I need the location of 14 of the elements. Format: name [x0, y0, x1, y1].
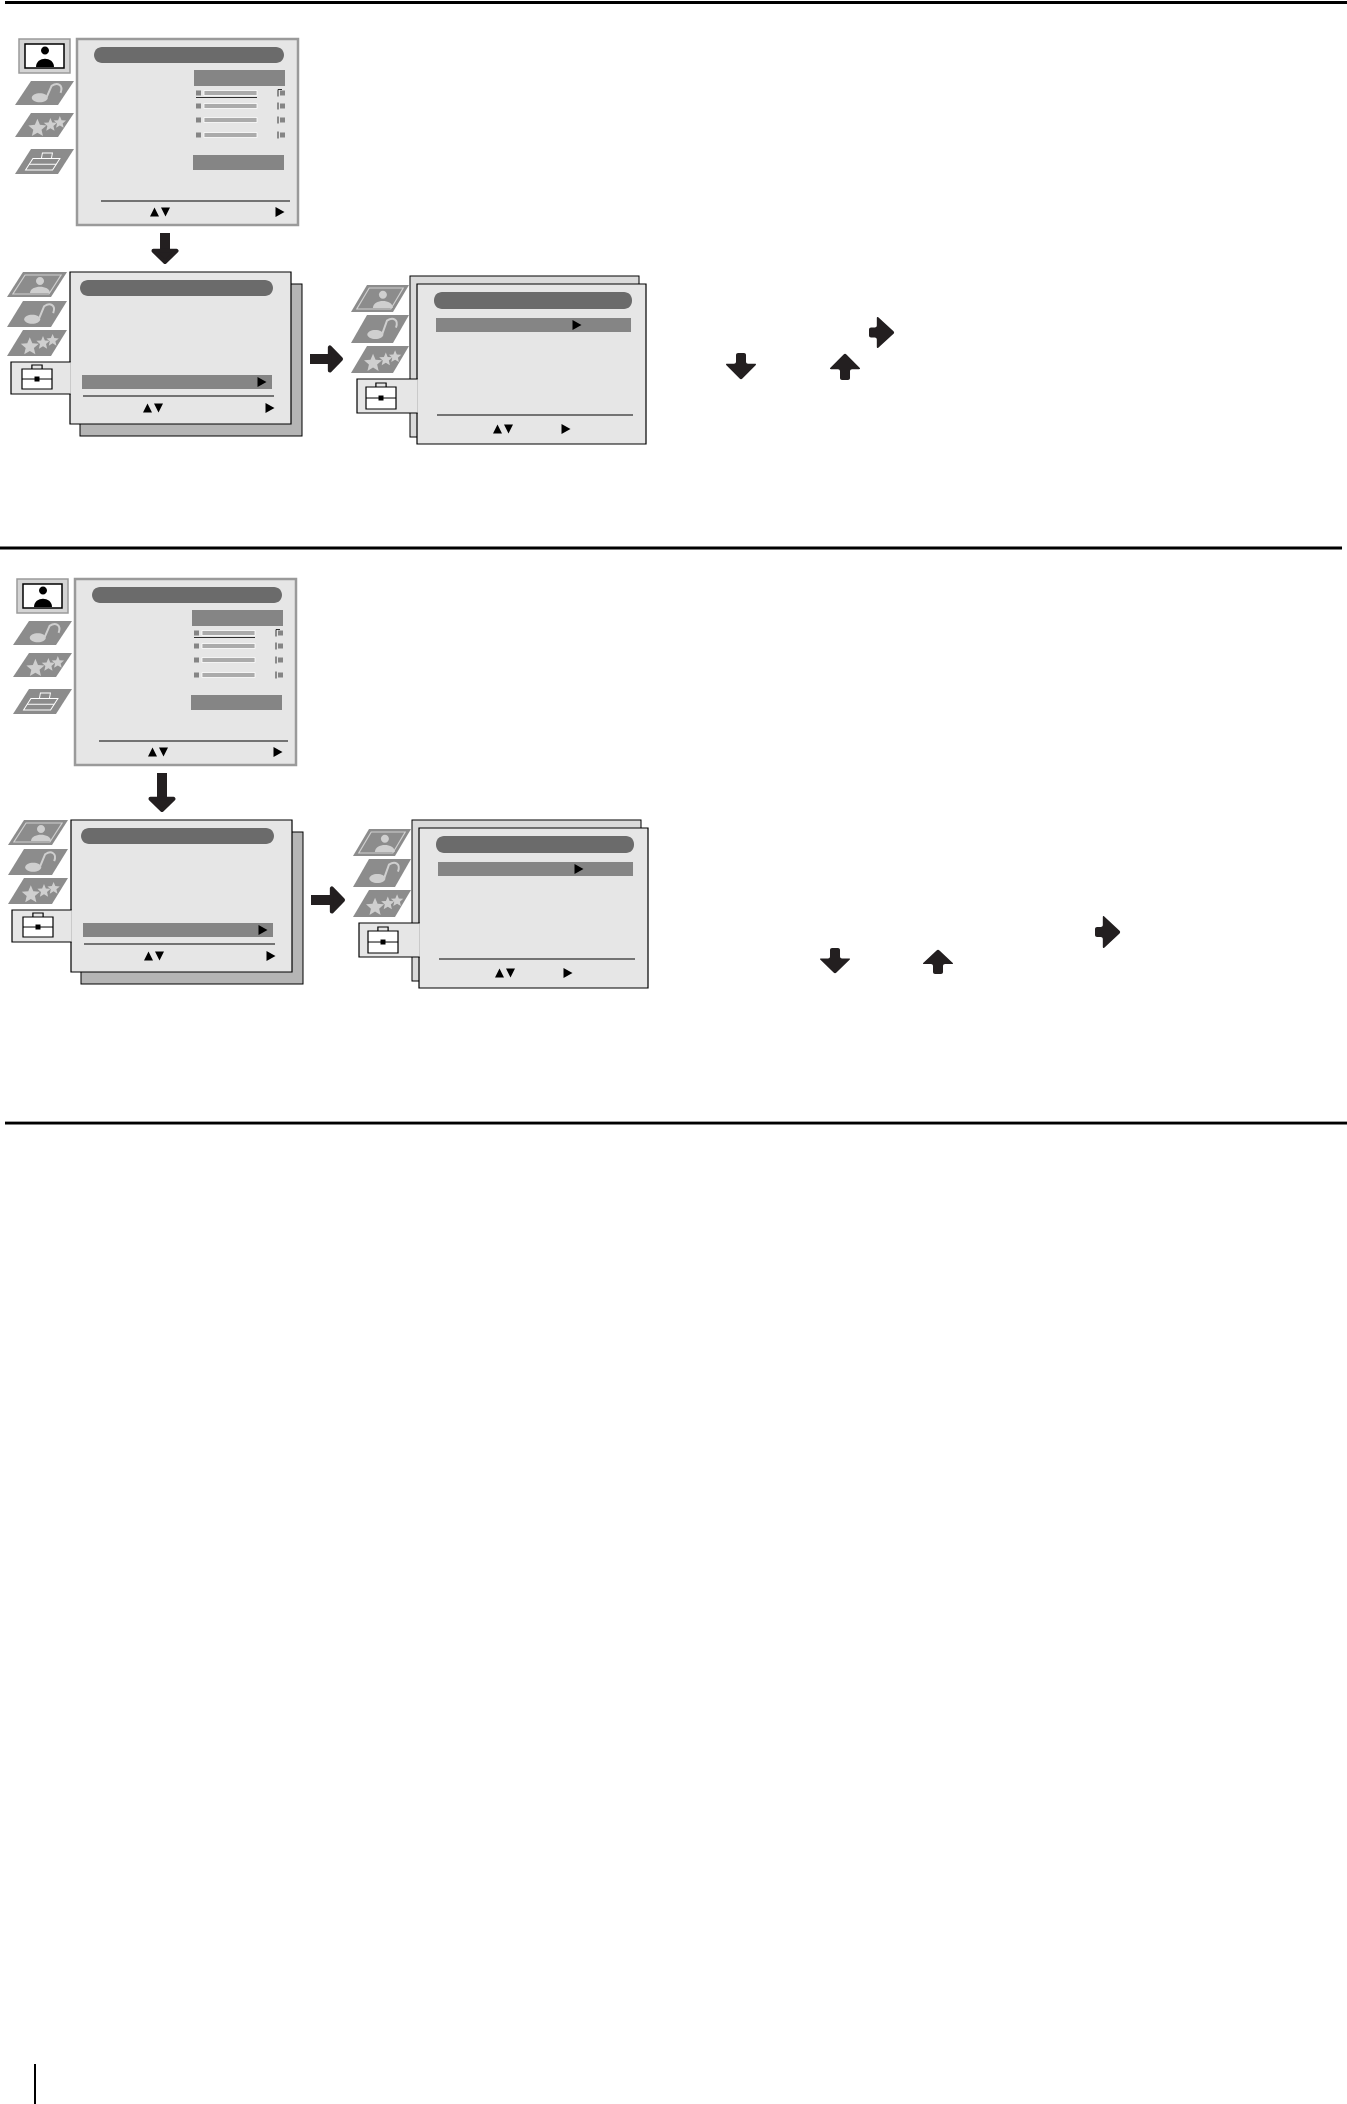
title-bar [436, 836, 634, 853]
arrow [310, 345, 343, 373]
menu-bar [193, 155, 284, 170]
arrow [148, 773, 176, 812]
title-bar [81, 828, 274, 844]
menu-bar [191, 695, 282, 710]
title-bar [94, 47, 284, 63]
menu-bar [194, 70, 285, 86]
menu-bar [192, 610, 283, 626]
title-bar [434, 292, 632, 309]
title-bar [80, 280, 273, 296]
arrow [311, 886, 345, 914]
arrow [151, 233, 179, 264]
title-bar [92, 587, 282, 603]
